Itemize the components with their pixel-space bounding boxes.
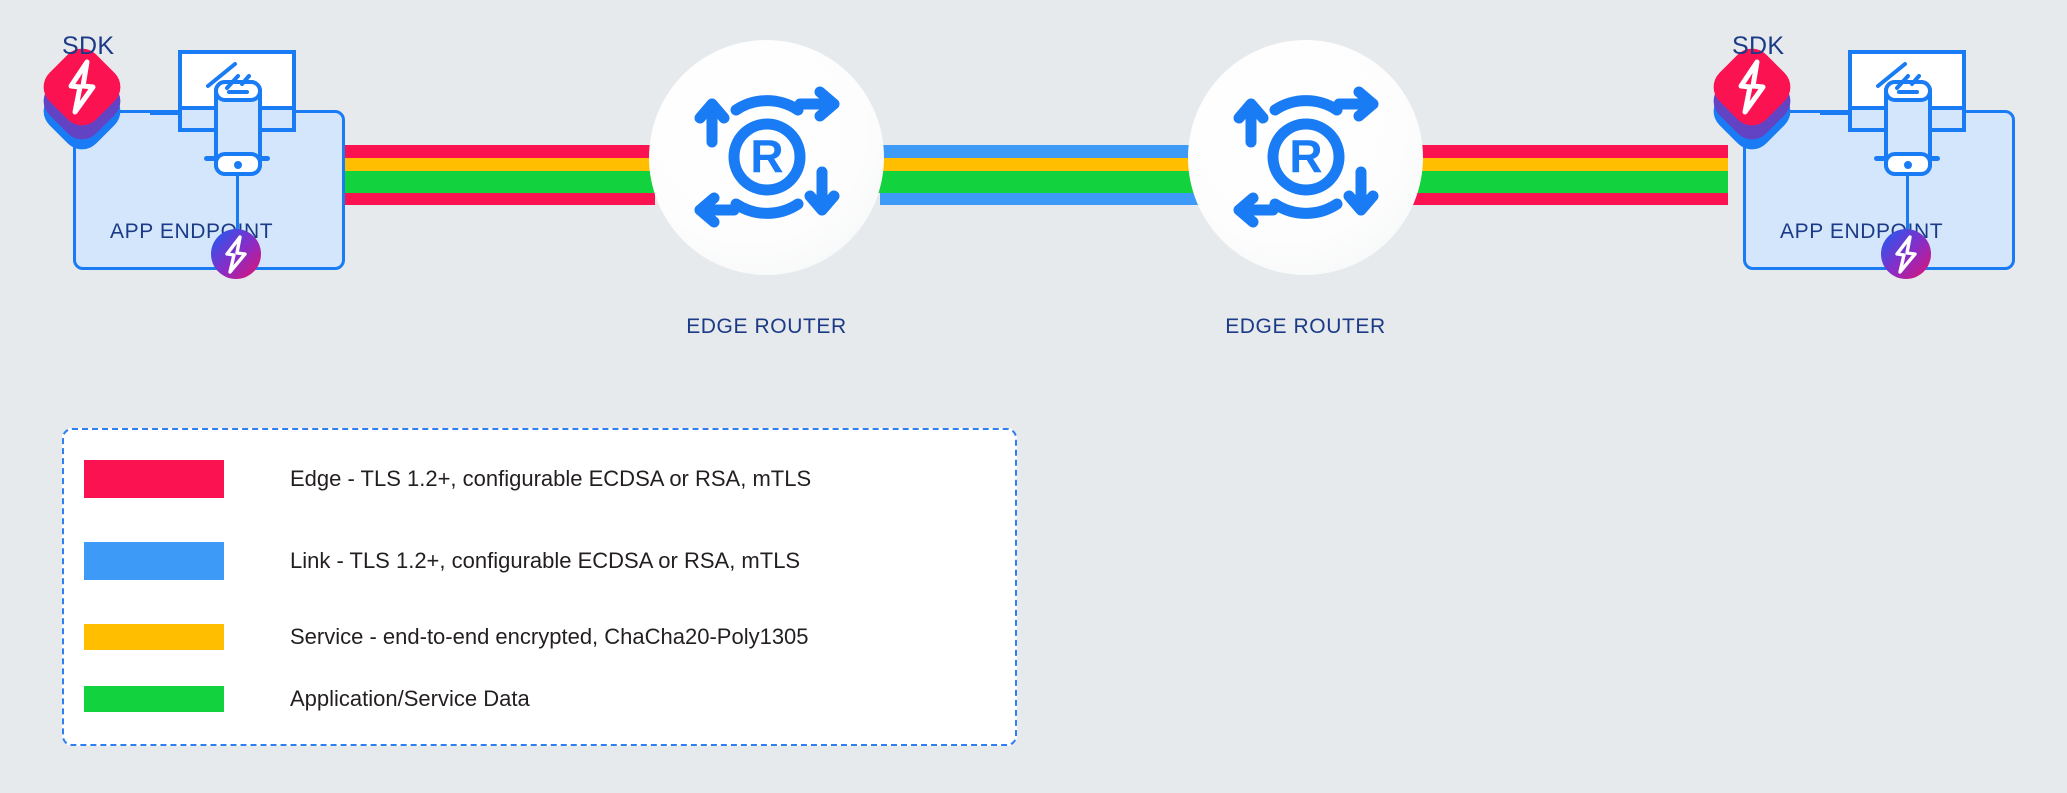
stripe-link-bottom (880, 192, 1210, 205)
legend-item-application: Application/Service Data (84, 686, 530, 712)
stripe-service-top (340, 158, 1728, 171)
router-arrows-icon-right: R (1233, 86, 1379, 228)
lightning-bolt-icon (1738, 59, 1766, 115)
app-endpoint-box-left (73, 110, 345, 270)
router-arrows-icon-left: R (694, 86, 840, 228)
legend-label-application: Application/Service Data (290, 686, 530, 711)
stripe-application-data (340, 171, 1728, 193)
lightning-bolt-icon (68, 59, 96, 115)
legend-label-edge: Edge - TLS 1.2+, configurable ECDSA or R… (290, 466, 812, 491)
legend-label-service: Service - end-to-end encrypted, ChaCha20… (290, 624, 809, 649)
sdk-label-right: SDK (1732, 32, 1785, 60)
sdk-stack-icon-right (1702, 40, 1802, 158)
legend-label-link: Link - TLS 1.2+, configurable ECDSA or R… (290, 548, 801, 573)
stripe-edge-right-bottom (1412, 192, 1728, 205)
sparkle-lines-icon-right (1876, 62, 1921, 90)
lightning-bolt-badge-icon-right (1881, 229, 1931, 279)
legend-item-service: Service - end-to-end encrypted, ChaCha20… (84, 624, 809, 650)
lightning-bolt-badge-icon-left (211, 229, 261, 279)
badge-connector-left (236, 172, 239, 230)
stripe-edge-left-bottom (340, 192, 655, 205)
legend-swatch-link (84, 542, 224, 580)
sdk-label-left: SDK (62, 32, 115, 60)
legend-swatch-edge (84, 460, 224, 498)
svg-text:R: R (750, 130, 783, 182)
edge-router-circle-left (649, 40, 884, 275)
sdk-stack-icon-left (32, 40, 132, 158)
mobile-phone-icon-left (214, 80, 262, 176)
legend-item-edge: Edge - TLS 1.2+, configurable ECDSA or R… (84, 460, 811, 498)
legend-swatch-service (84, 624, 224, 650)
legend-item-link: Link - TLS 1.2+, configurable ECDSA or R… (84, 542, 800, 580)
legend-swatch-application (84, 686, 224, 712)
legend-panel: Edge - TLS 1.2+, configurable ECDSA or R… (62, 428, 1017, 746)
svg-text:R: R (1289, 130, 1322, 182)
stripe-edge-left-top (340, 145, 655, 158)
edge-router-label-right: EDGE ROUTER (1225, 315, 1386, 338)
badge-connector-right (1906, 172, 1909, 230)
edge-router-circle-right (1188, 40, 1423, 275)
sparkle-lines-icon-left (206, 62, 251, 90)
app-endpoint-box-right (1743, 110, 2015, 270)
edge-router-label-left: EDGE ROUTER (686, 315, 847, 338)
stripe-link-top (880, 145, 1210, 158)
mobile-phone-icon-right (1884, 80, 1932, 176)
stripe-edge-right-top (1412, 145, 1728, 158)
